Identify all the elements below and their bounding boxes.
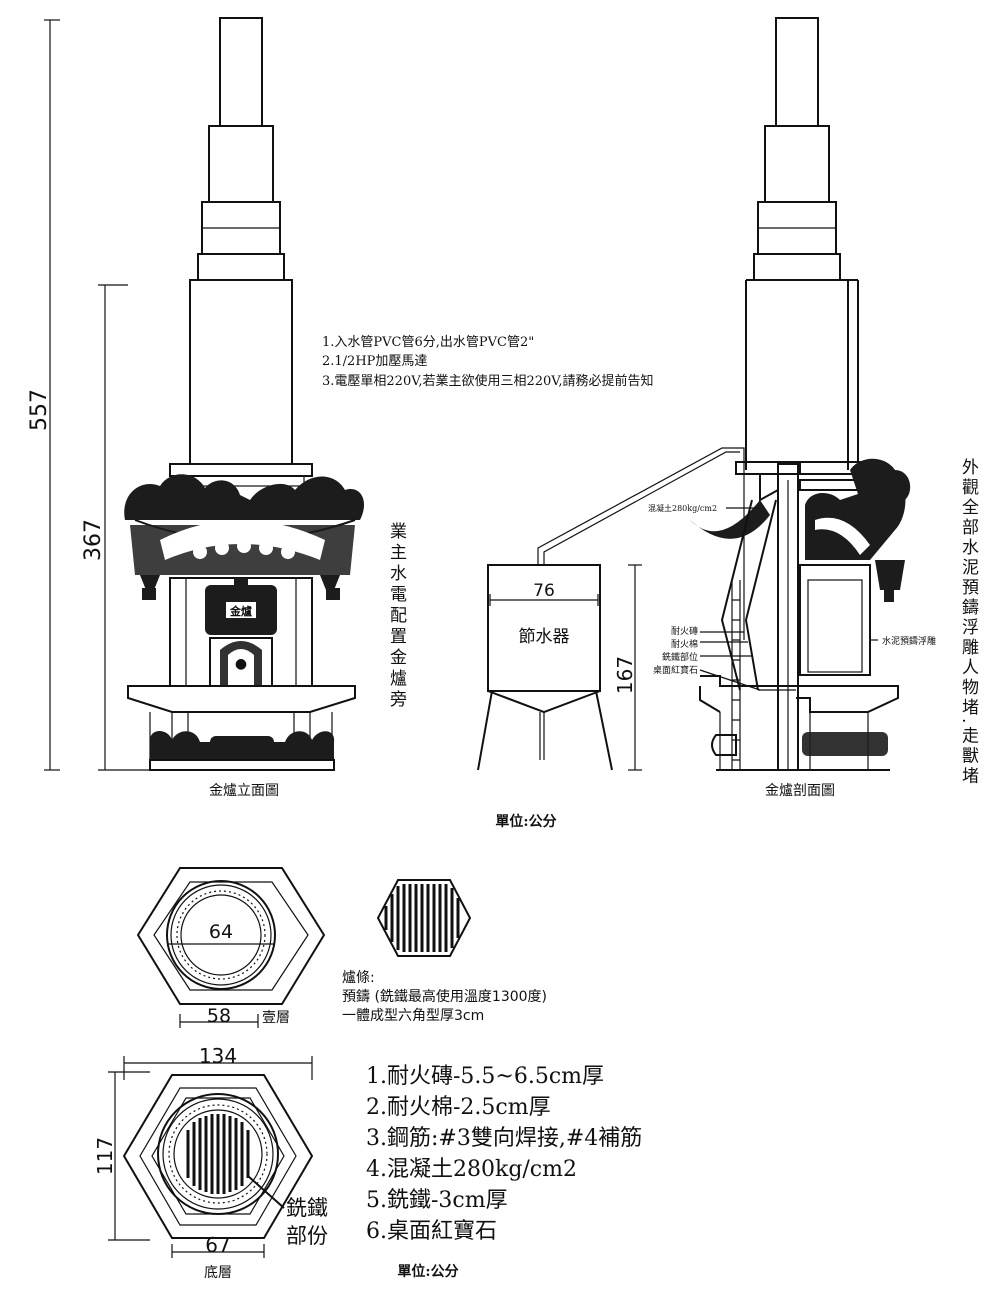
utility-note-2: 2.1/2HP加壓馬達	[322, 354, 427, 369]
front-elevation: 金爐 ● 金爐立面圖	[124, 17, 365, 799]
chimney-ring	[197, 253, 285, 281]
total-height-label: 557	[27, 389, 52, 431]
castiron-label-1: 銑鐵	[286, 1196, 328, 1220]
chimney-upper-section	[208, 125, 274, 203]
utility-notes: 1.入水管PVC管6分,出水管PVC管2" 2.1/2HP加壓馬達 3.電壓單相…	[322, 335, 654, 389]
tank-label: 節水器	[519, 627, 570, 647]
spec-item-1: 1.耐火磚-5.5~6.5cm厚	[366, 1064, 604, 1089]
spec-item-3: 3.鋼筋:#3雙向焊接,#4補筋	[366, 1126, 642, 1151]
tank-width-label: 76	[533, 581, 555, 601]
front-plaque: 金爐	[205, 578, 277, 635]
spec-item-2: 2.耐火棉-2.5cm厚	[366, 1095, 551, 1120]
cornice	[169, 463, 313, 477]
unit-label-top: 單位:公分	[495, 813, 556, 830]
section-view-caption: 金爐剖面圖	[765, 783, 835, 799]
spec-list: 1.耐火磚-5.5~6.5cm厚 2.耐火棉-2.5cm厚 3.鋼筋:#3雙向焊…	[366, 1064, 642, 1244]
base-plan: 134 117 67 底層 銑鐵 部份	[93, 1044, 328, 1281]
layer-label-fire-wool: 耐火棉	[671, 638, 698, 650]
water-saver-tank: 76 節水器 167	[477, 447, 745, 771]
total-height-dimension: 557	[27, 19, 60, 771]
layer-label-red-ruby-top: 桌面紅寶石	[653, 664, 698, 676]
exterior-note: 外觀全部水泥預鑄浮雕人物堵.走獸堵	[958, 458, 979, 786]
utility-note-3: 3.電壓單相220V,若業主欲使用三相220V,請務必提前告知	[322, 373, 654, 389]
grate-note-title: 爐條:	[342, 970, 375, 986]
bottom-label: 底層	[204, 1265, 232, 1281]
layer-label-firebrick: 耐火磚	[671, 625, 698, 637]
castiron-label-2: 部份	[286, 1224, 328, 1248]
unit-label-bottom: 單位:公分	[397, 1263, 458, 1280]
body-height-dimension: 367	[81, 284, 160, 771]
base-width-dimension: 134	[199, 1044, 237, 1068]
grate-note-material: 預鑄 (銑鐵最高使用溫度1300度)	[342, 988, 547, 1005]
stand-height-label: 167	[613, 656, 637, 694]
spec-item-5: 5.銑鐵-3cm厚	[366, 1188, 508, 1213]
base-ornament	[150, 731, 335, 760]
table-top	[127, 685, 356, 713]
body-height-label: 367	[81, 519, 106, 561]
roof-ornaments	[124, 474, 365, 600]
grate-plan: 爐條: 預鑄 (銑鐵最高使用溫度1300度) 一體成型六角型厚3cm	[342, 879, 547, 1024]
tier1-inner-dimension: 64	[209, 921, 233, 943]
chimney-top-section	[219, 17, 263, 127]
front-elevation-caption: 金爐立面圖	[209, 783, 279, 799]
plaque-label: 金爐	[229, 604, 252, 618]
grate-note-shape: 一體成型六角型厚3cm	[342, 1008, 484, 1024]
chimney-main-section	[189, 279, 293, 465]
owner-utility-note: 業主水電配置金爐旁	[386, 522, 407, 711]
tier1-side-dimension: 58	[207, 1005, 231, 1027]
base-side-dimension: 67	[205, 1233, 230, 1257]
tier1-plan: 64 58 壹層	[136, 867, 326, 1028]
base-depth-dimension: 117	[93, 1137, 117, 1175]
layer-label-cast-iron: 銑鐵部位	[662, 651, 698, 663]
utility-note-1: 1.入水管PVC管6分,出水管PVC管2"	[322, 335, 534, 350]
spec-item-4: 4.混凝土280kg/cm2	[366, 1157, 577, 1182]
section-view: 混凝土280kg/cm2 耐火磚 耐火棉 銑鐵部位 桌面紅寶石 水泥預鑄浮雕 金…	[648, 17, 936, 799]
relief-label: 水泥預鑄浮雕	[882, 635, 936, 647]
tier1-label: 壹層	[262, 1010, 290, 1026]
spec-item-6: 6.桌面紅寶石	[366, 1219, 497, 1244]
svg-text:●: ●	[235, 656, 247, 672]
concrete-label: 混凝土280kg/cm2	[648, 503, 717, 513]
section-chimney-top	[775, 17, 819, 127]
